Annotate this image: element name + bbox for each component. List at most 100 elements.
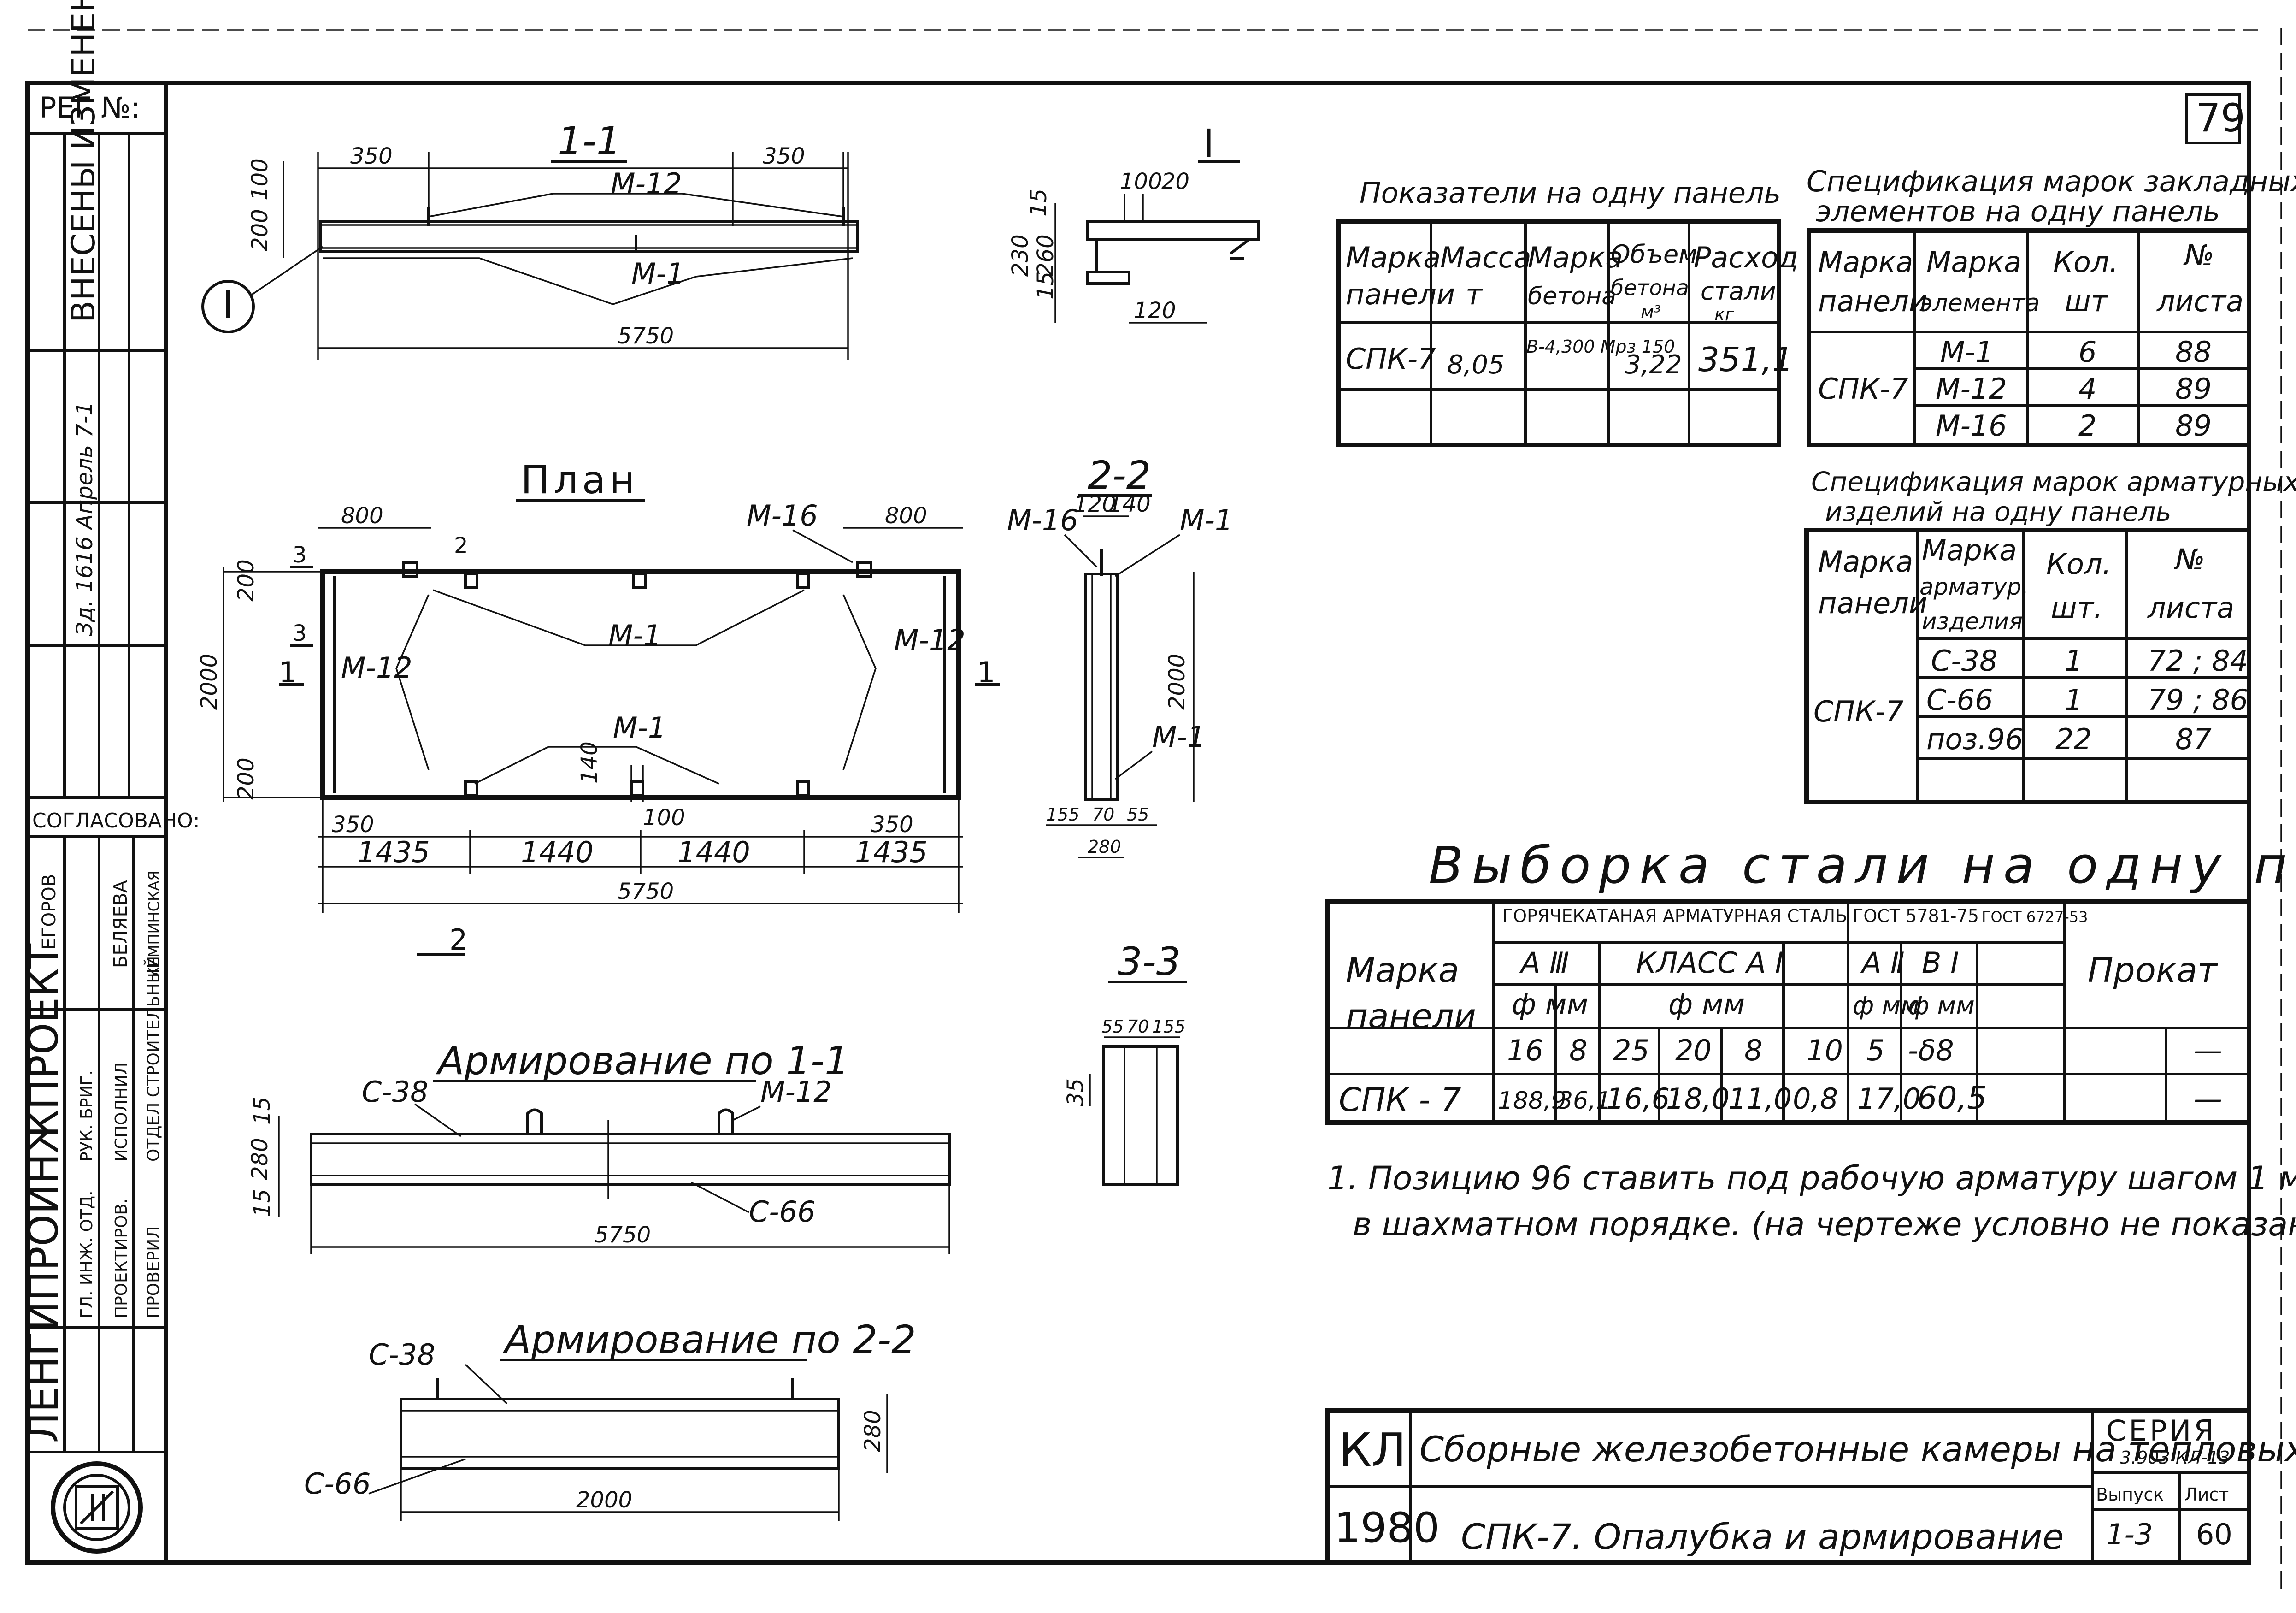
steel-class-b1: В Ⅰ bbox=[1922, 946, 1959, 980]
steel-r-4: 18,0 bbox=[1666, 1082, 1730, 1116]
emb-r2-qty: 4 bbox=[2078, 372, 2096, 406]
tb-subtitle: СПК-7. Опалубка и армирование bbox=[1461, 1516, 2064, 1557]
steel-h-marka: Марка bbox=[1346, 951, 1459, 990]
emb-h-marka2: Марка bbox=[1926, 245, 2021, 279]
rsp-h-marka: Марка bbox=[1818, 545, 1913, 579]
plan-label-m1-bottom: М-1 bbox=[613, 711, 666, 744]
tb-issue-value: 1-3 bbox=[2106, 1518, 2153, 1551]
det-dim-20: 20 bbox=[1161, 169, 1189, 195]
rsp-h-paneli: панели bbox=[1818, 586, 1927, 620]
plan-dim-350-right: 350 bbox=[871, 812, 913, 838]
steel-group-header: ГОРЯЧЕКАТАНАЯ АРМАТУРНАЯ СТАЛЬ ГОСТ 5781… bbox=[1502, 906, 1979, 926]
indicators-title: Показатели на одну панель bbox=[1360, 176, 1781, 210]
det-dim-120: 120 bbox=[1134, 298, 1176, 324]
note-line-1: 1. Позицию 96 ставить под рабочую армату… bbox=[1327, 1159, 2296, 1197]
ind-h-obem: Объем bbox=[1611, 240, 1697, 269]
cut-mark-3-side: 3 bbox=[293, 620, 307, 646]
steel-r-6: 0,8 bbox=[1793, 1082, 1838, 1116]
plan-label-m12-right: М-12 bbox=[894, 623, 965, 657]
steel-selection-table: Выборка стали на одну панель кг ГОРЯЧЕКА… bbox=[1325, 836, 2296, 1125]
ind-h-kg: кг bbox=[1714, 304, 1735, 325]
rsp-r3-item: поз.96 bbox=[1926, 722, 2023, 756]
org-name: ЛЕНГИПРОИНЖПРОЕКТ bbox=[20, 943, 67, 1443]
reinforcement-2-2: Армирование по 2-2 С-38 С-66 280 2000 bbox=[304, 1317, 916, 1521]
section-3-3: 3-3 55 70 155 35 bbox=[1063, 939, 1187, 1186]
steel-r-1: 188,9 bbox=[1498, 1087, 1566, 1115]
s22-label-m1-bottom: М-1 bbox=[1152, 720, 1205, 754]
role-3: ПРОЕКТИРОВ. bbox=[112, 1198, 131, 1318]
steel-d-5: 5 bbox=[1866, 1034, 1884, 1067]
steel-d-20: 20 bbox=[1675, 1034, 1712, 1067]
steel-d-sheet: -δ8 bbox=[1908, 1034, 1954, 1067]
plan-dim-200-top: 200 bbox=[233, 559, 259, 602]
steel-unit-4: ф мм bbox=[1908, 991, 1975, 1020]
tb-sheet-label: Лист bbox=[2184, 1484, 2229, 1505]
emb-title-2: элементов на одну панель bbox=[1816, 195, 2220, 228]
role-5: ПРОВЕРИЛ bbox=[144, 1226, 163, 1318]
steel-d-dash: — bbox=[2194, 1034, 2222, 1067]
ind-h-marka-betona: Марка bbox=[1528, 241, 1623, 274]
plan-dim-800-left: 800 bbox=[341, 503, 383, 529]
reinf-spec-table: Спецификация марок арматурных изделий на… bbox=[1804, 466, 2296, 804]
detail-title: I bbox=[1203, 121, 1214, 166]
steel-class-a3: А Ⅲ bbox=[1519, 946, 1569, 980]
s11-dim-left: 350 bbox=[350, 143, 393, 169]
emb-panel: СПК-7 bbox=[1818, 372, 1908, 406]
plan-dim-1435-left: 1435 bbox=[357, 835, 430, 869]
cut-mark-3-top: 3 bbox=[293, 542, 307, 568]
plan-outline bbox=[320, 569, 961, 800]
emb-h-kol: Кол. bbox=[2053, 245, 2118, 279]
plan-dim-2000: 2000 bbox=[196, 654, 222, 710]
tb-year: 1980 bbox=[1334, 1504, 1440, 1552]
emb-h-sht: шт bbox=[2065, 284, 2108, 318]
ind-h-marka: Марка bbox=[1346, 241, 1441, 274]
steel-class-a1: КЛАСС А Ⅰ bbox=[1636, 946, 1784, 980]
plan-dim-140: 140 bbox=[577, 741, 602, 784]
s22-dim-70: 70 bbox=[1092, 804, 1114, 825]
role-2: РУК. БРИГ. bbox=[77, 1070, 96, 1162]
steel-r-panel: СПК - 7 bbox=[1339, 1081, 1461, 1119]
emb-r1-sheet: 88 bbox=[2175, 335, 2212, 369]
rsp-r2-item: С-66 bbox=[1926, 683, 1993, 717]
ind-h-rashod: Расход bbox=[1694, 241, 1798, 274]
reinf11-dim-280: 280 bbox=[247, 1138, 273, 1180]
steel-unit-3: ф мм bbox=[1853, 991, 1919, 1020]
ind-steel: 351,1 bbox=[1698, 340, 1793, 379]
sheet-number-box bbox=[2185, 93, 2241, 144]
plan-view: План М-1 М-1 М-12 М-12 М-16 140 100 80 bbox=[196, 457, 1000, 957]
s22-dim-155: 155 bbox=[1046, 804, 1080, 825]
detail-I: I 100 20 15 230 260 15 120 bbox=[1007, 121, 1260, 324]
steel-d-10: 10 bbox=[1807, 1034, 1843, 1067]
tb-sheet-value: 60 bbox=[2196, 1518, 2232, 1551]
steel-gost: ГОСТ 6727-53 bbox=[1982, 908, 2088, 926]
s11-dim-200: 200 bbox=[247, 209, 273, 251]
s33-dim-55: 55 bbox=[1101, 1016, 1124, 1037]
cut-mark-2-top: 2 bbox=[454, 533, 468, 559]
s33-dim-70: 70 bbox=[1127, 1016, 1149, 1037]
det-dim-260: 260 bbox=[1033, 234, 1059, 277]
tb-issue-label: Выпуск bbox=[2096, 1484, 2164, 1505]
rsp-h-lista: листа bbox=[2147, 591, 2234, 625]
s11-label-m12: М-12 bbox=[611, 167, 682, 201]
emb-h-marka: Марка bbox=[1818, 245, 1913, 279]
rsp-r3-qty: 22 bbox=[2055, 722, 2092, 756]
plan-dim-350-left: 350 bbox=[332, 812, 374, 838]
plan-dim-100: 100 bbox=[643, 805, 685, 831]
tb-code: КЛ bbox=[1339, 1423, 1406, 1477]
agreed-label: СОГЛАСОВАНО: bbox=[32, 809, 200, 833]
note-line-2: в шахматном порядке. (на чертеже условно… bbox=[1353, 1205, 2296, 1243]
reg-label: РЕГ №: bbox=[39, 91, 140, 124]
s11-dim-total: 5750 bbox=[618, 323, 674, 349]
rsp-r1-sheet: 72 ; 84 bbox=[2148, 644, 2248, 678]
role-6: ОТДЕЛ СТРОИТЕЛЬНЫЙ bbox=[144, 956, 163, 1162]
plan-dim-total: 5750 bbox=[618, 879, 674, 904]
ind-concrete: В-4,300 Мрз 150 bbox=[1526, 337, 1675, 357]
section-3-3-title: 3-3 bbox=[1118, 939, 1181, 984]
emb-r3-elem: М-16 bbox=[1936, 409, 2007, 443]
steel-r-8: 60,5 bbox=[1917, 1080, 1987, 1117]
steel-unit-2: ф мм bbox=[1668, 987, 1745, 1021]
rsp-r3-sheet: 87 bbox=[2175, 722, 2212, 756]
emb-h-paneli: панели bbox=[1818, 284, 1927, 318]
emb-r3-qty: 2 bbox=[2078, 409, 2096, 443]
steel-title: Выборка стали на одну панель кг bbox=[1429, 836, 2296, 895]
